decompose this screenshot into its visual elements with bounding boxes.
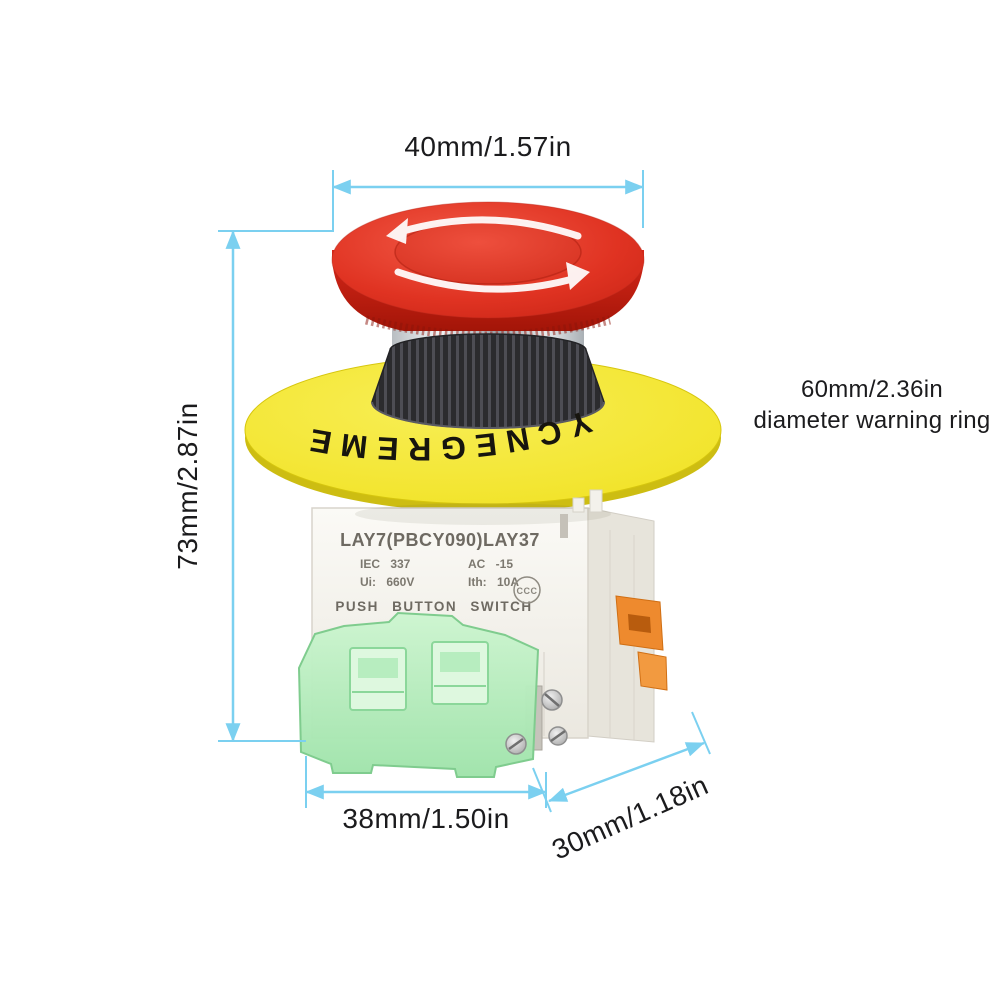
terminal-screws <box>505 689 568 755</box>
body-width-label: 38mm/1.50in <box>342 803 509 834</box>
terminal-screw-3 <box>505 733 527 755</box>
ext-line <box>532 767 552 813</box>
dim-body-width: 38mm/1.50in <box>305 756 547 834</box>
dim-height: 73mm/2.87in <box>172 230 333 742</box>
body-latch-slot <box>560 514 568 538</box>
ccc-mark: CCC <box>513 576 541 604</box>
terminal-screw-1 <box>541 689 563 711</box>
switch-type-label: PUSH BUTTON SWITCH <box>335 599 532 614</box>
contact-block-shell <box>297 611 540 778</box>
body-depth-label: 30mm/1.18in <box>547 769 713 865</box>
knurled-ring <box>371 333 605 429</box>
spec-ith-label: Ith: 10A <box>468 575 519 589</box>
contact-block <box>297 611 540 778</box>
ccc-mark-circle <box>513 576 541 604</box>
orange-connector-slot <box>628 614 651 633</box>
model-label: LAY7(PBCY090)LAY37 <box>340 530 540 550</box>
ring-size-note: 60mm/2.36in diameter warning ring <box>753 376 990 434</box>
cap-skirt-ribs <box>364 315 612 341</box>
dim-line <box>548 741 705 803</box>
contact-window-right <box>431 641 489 705</box>
mounting-clip-small <box>572 497 585 513</box>
mushroom-cap <box>331 201 645 341</box>
mounting-clip <box>589 489 603 513</box>
ccc-mark-text: CCC <box>517 586 538 596</box>
ring-note-line1: 60mm/2.36in <box>801 376 943 403</box>
cap-rotation-arrows-icon <box>386 216 590 293</box>
terminal-screw-2 <box>548 726 568 746</box>
cap-width-label: 40mm/1.57in <box>404 131 571 162</box>
ext-line <box>691 711 711 755</box>
orange-connector-lower <box>637 651 668 691</box>
ring-shadow <box>355 503 611 525</box>
spec-iec-label: IEC 337 <box>360 557 411 571</box>
dim-cap-width: 40mm/1.57in <box>332 131 644 232</box>
spec-ui-label: Ui: 660V <box>360 575 414 589</box>
ring-note-line2: diameter warning ring <box>753 407 990 434</box>
orange-connector <box>615 595 668 691</box>
spec-ac-label: AC -15 <box>468 557 513 571</box>
height-label: 73mm/2.87in <box>172 402 203 569</box>
contact-window-left <box>349 647 407 711</box>
warning-ring <box>244 355 722 512</box>
